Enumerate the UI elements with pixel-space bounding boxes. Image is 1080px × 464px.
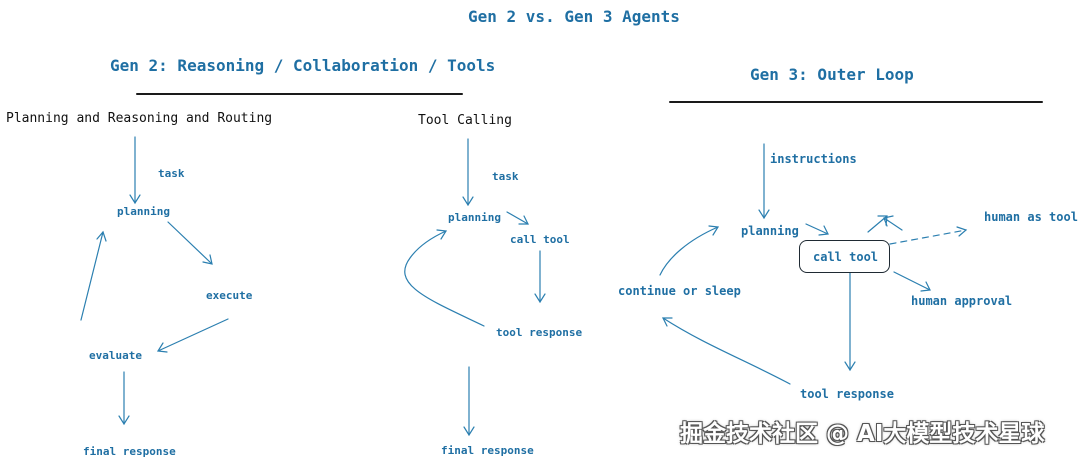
arrow-tool-to-final [463, 366, 475, 437]
arrow-toolresponse-to-continue [662, 317, 791, 385]
label-tool-final-response: final response [441, 444, 534, 457]
label-evaluate: evaluate [89, 349, 142, 362]
arrow-calltool-to-toolresponse [534, 250, 546, 304]
label-gen3-tool-response: tool response [800, 387, 894, 401]
label-call-tool: call tool [510, 233, 570, 246]
arrow-instructions-to-planning [758, 143, 770, 220]
label-tool-task: task [492, 170, 519, 183]
gen3-heading: Gen 3: Outer Loop [750, 65, 914, 84]
arrow-continue-to-planning [659, 225, 720, 276]
label-execute: execute [206, 289, 253, 302]
watermark: 掘金技术社区 @ AI大模型技术星球 [680, 421, 1045, 447]
arrow-calltool-to-human-as-tool [889, 226, 968, 245]
arrow-execute-to-evaluate [156, 318, 229, 353]
label-continue-or-sleep: continue or sleep [618, 284, 741, 298]
arrow-planning-to-calltool-gen3 [805, 223, 829, 236]
label-instructions: instructions [770, 152, 857, 166]
arrow-evaluate-to-planning [80, 230, 107, 321]
gen2-heading: Gen 2: Reasoning / Collaboration / Tools [110, 56, 496, 75]
arrow-tool-planning-to-calltool [506, 211, 529, 225]
tool-panel-heading: Tool Calling [418, 113, 512, 128]
call-tool-node [799, 240, 890, 273]
page-title: Gen 2 vs. Gen 3 Agents [468, 7, 680, 26]
arrow-tool-task-to-planning [462, 138, 474, 207]
arrow-planning-to-execute [167, 221, 213, 265]
label-task: task [158, 167, 185, 180]
label-human-approval: human approval [911, 294, 1013, 308]
label-tool-planning: planning [448, 211, 501, 224]
label-gen3-planning: planning [741, 224, 799, 238]
arrow-calltool-to-toolresponse-gen3 [844, 271, 856, 372]
label-human-as-tool: human as tool [984, 210, 1078, 224]
arrow-task-to-planning [129, 136, 141, 205]
arrow-evaluate-to-final [118, 371, 130, 426]
label-planning: planning [117, 205, 170, 218]
arrow-toolresponse-to-planning [404, 229, 485, 327]
label-gen3-call-tool: call tool [813, 250, 879, 264]
label-tool-response: tool response [496, 326, 583, 339]
label-final-response: final response [83, 445, 176, 458]
arrows-calltool-up [867, 215, 903, 233]
arrow-calltool-to-human-approval [893, 271, 931, 292]
planning-panel-heading: Planning and Reasoning and Routing [6, 111, 273, 126]
